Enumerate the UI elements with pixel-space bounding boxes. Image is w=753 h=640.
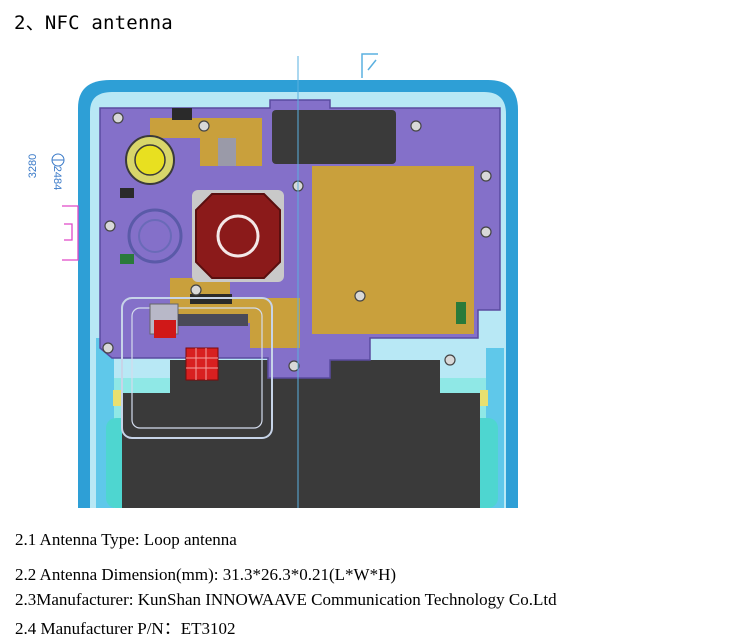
nfc-coil-outer xyxy=(121,297,273,439)
speaker xyxy=(134,144,166,176)
pink-bracket xyxy=(62,205,79,261)
yellow-mark-right xyxy=(480,390,488,406)
nfc-connector xyxy=(185,347,219,381)
camera-lens-housing xyxy=(195,193,281,279)
spec-manufacturer-pn: 2.4 Manufacturer P/N：ET3102 xyxy=(15,619,236,638)
chip-block xyxy=(272,110,396,164)
connector-grey xyxy=(218,138,236,166)
camera-ring-small xyxy=(127,208,183,264)
yellow-mark-left xyxy=(113,390,121,406)
spec-antenna-dimension: 2.2 Antenna Dimension(mm): 31.3*26.3*0.2… xyxy=(15,565,397,584)
component-dark xyxy=(172,108,192,120)
nfc-connector-grid xyxy=(186,348,218,380)
green-component-1 xyxy=(120,254,134,264)
green-component-2 xyxy=(456,302,466,324)
camera-ring-small-inner xyxy=(138,219,172,253)
dimension-lower: 2484 xyxy=(51,166,63,190)
battery xyxy=(122,360,480,508)
dimension-glyph-icon xyxy=(51,153,65,167)
connector-small xyxy=(120,188,134,198)
dimension-upper: 3280 xyxy=(27,154,39,178)
nfc-flex-cable xyxy=(178,314,248,326)
copper-shield-large xyxy=(312,166,474,334)
screws xyxy=(102,112,492,372)
section-heading: 2、NFC antenna xyxy=(14,12,173,34)
nfc-coil-inner xyxy=(131,307,263,429)
nfc-pad-red xyxy=(154,320,176,338)
spec-antenna-type: 2.1 Antenna Type: Loop antenna xyxy=(15,530,237,549)
camera-lens xyxy=(216,214,260,258)
spec-manufacturer: 2.3Manufacturer: KunShan INNOWAAVE Commu… xyxy=(15,590,557,609)
nfc-antenna-drawing: 3280 2484 xyxy=(27,53,518,508)
orientation-mark xyxy=(361,53,378,78)
